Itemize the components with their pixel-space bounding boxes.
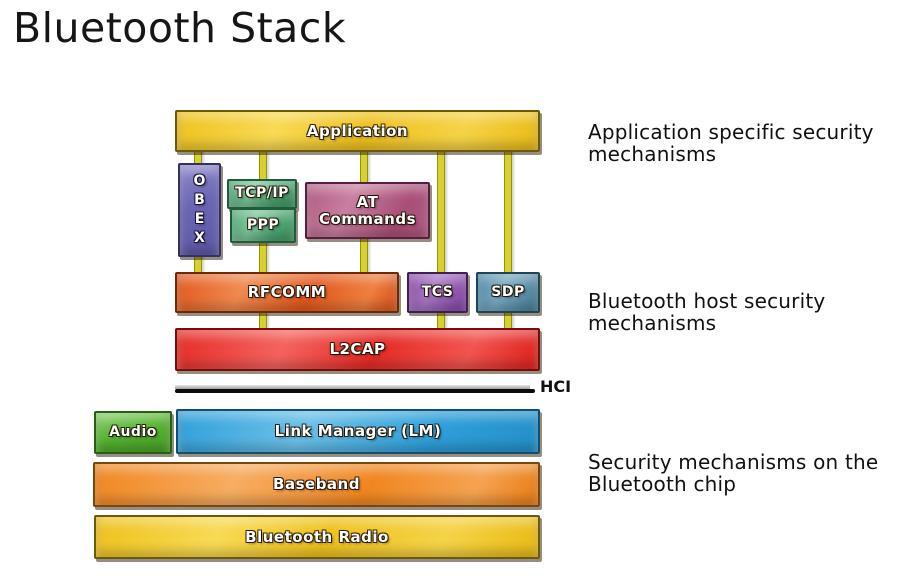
connector-line: [504, 313, 512, 328]
hci-line-black: [175, 389, 535, 393]
hci-label: HCI: [540, 377, 572, 396]
layer-sdp: SDP: [476, 272, 540, 313]
annotation-application-security: Application specific security mechanisms: [588, 120, 874, 166]
layer-ppp: PPP: [230, 208, 296, 243]
layer-sdp-label: SDP: [491, 283, 525, 300]
layer-bluetooth-radio: Bluetooth Radio: [94, 515, 540, 559]
annotation-host-security: Bluetooth host security mechanisms: [588, 289, 826, 335]
page-title: Bluetooth Stack: [13, 4, 347, 52]
hci-line-gray: [175, 385, 530, 389]
layer-audio: Audio: [94, 411, 172, 454]
layer-tcpip-label: TCP/IP: [235, 185, 289, 202]
layer-l2cap: L2CAP: [175, 328, 540, 371]
layer-link-manager: Link Manager (LM): [176, 409, 540, 454]
layer-tcpip: TCP/IP: [227, 179, 297, 209]
layer-baseband: Baseband: [93, 462, 540, 507]
layer-tcs: TCS: [407, 272, 468, 313]
connector-line: [437, 313, 445, 328]
layer-application-label: Application: [306, 121, 409, 140]
connector-line: [437, 150, 445, 272]
layer-application: Application: [175, 110, 540, 152]
layer-l2cap-label: L2CAP: [329, 340, 386, 359]
layer-rfcomm: RFCOMM: [175, 272, 399, 313]
annotation-chip-security: Security mechanisms on the Bluetooth chi…: [588, 450, 879, 496]
layer-audio-label: Audio: [109, 423, 157, 440]
connector-line: [504, 150, 512, 272]
layer-bluetooth-radio-label: Bluetooth Radio: [245, 527, 389, 546]
connector-line: [259, 313, 267, 328]
layer-ppp-label: PPP: [246, 216, 280, 233]
layer-rfcomm-label: RFCOMM: [247, 283, 327, 302]
layer-link-manager-label: Link Manager (LM): [274, 422, 442, 441]
layer-tcs-label: TCS: [421, 283, 454, 300]
layer-baseband-label: Baseband: [273, 475, 360, 494]
